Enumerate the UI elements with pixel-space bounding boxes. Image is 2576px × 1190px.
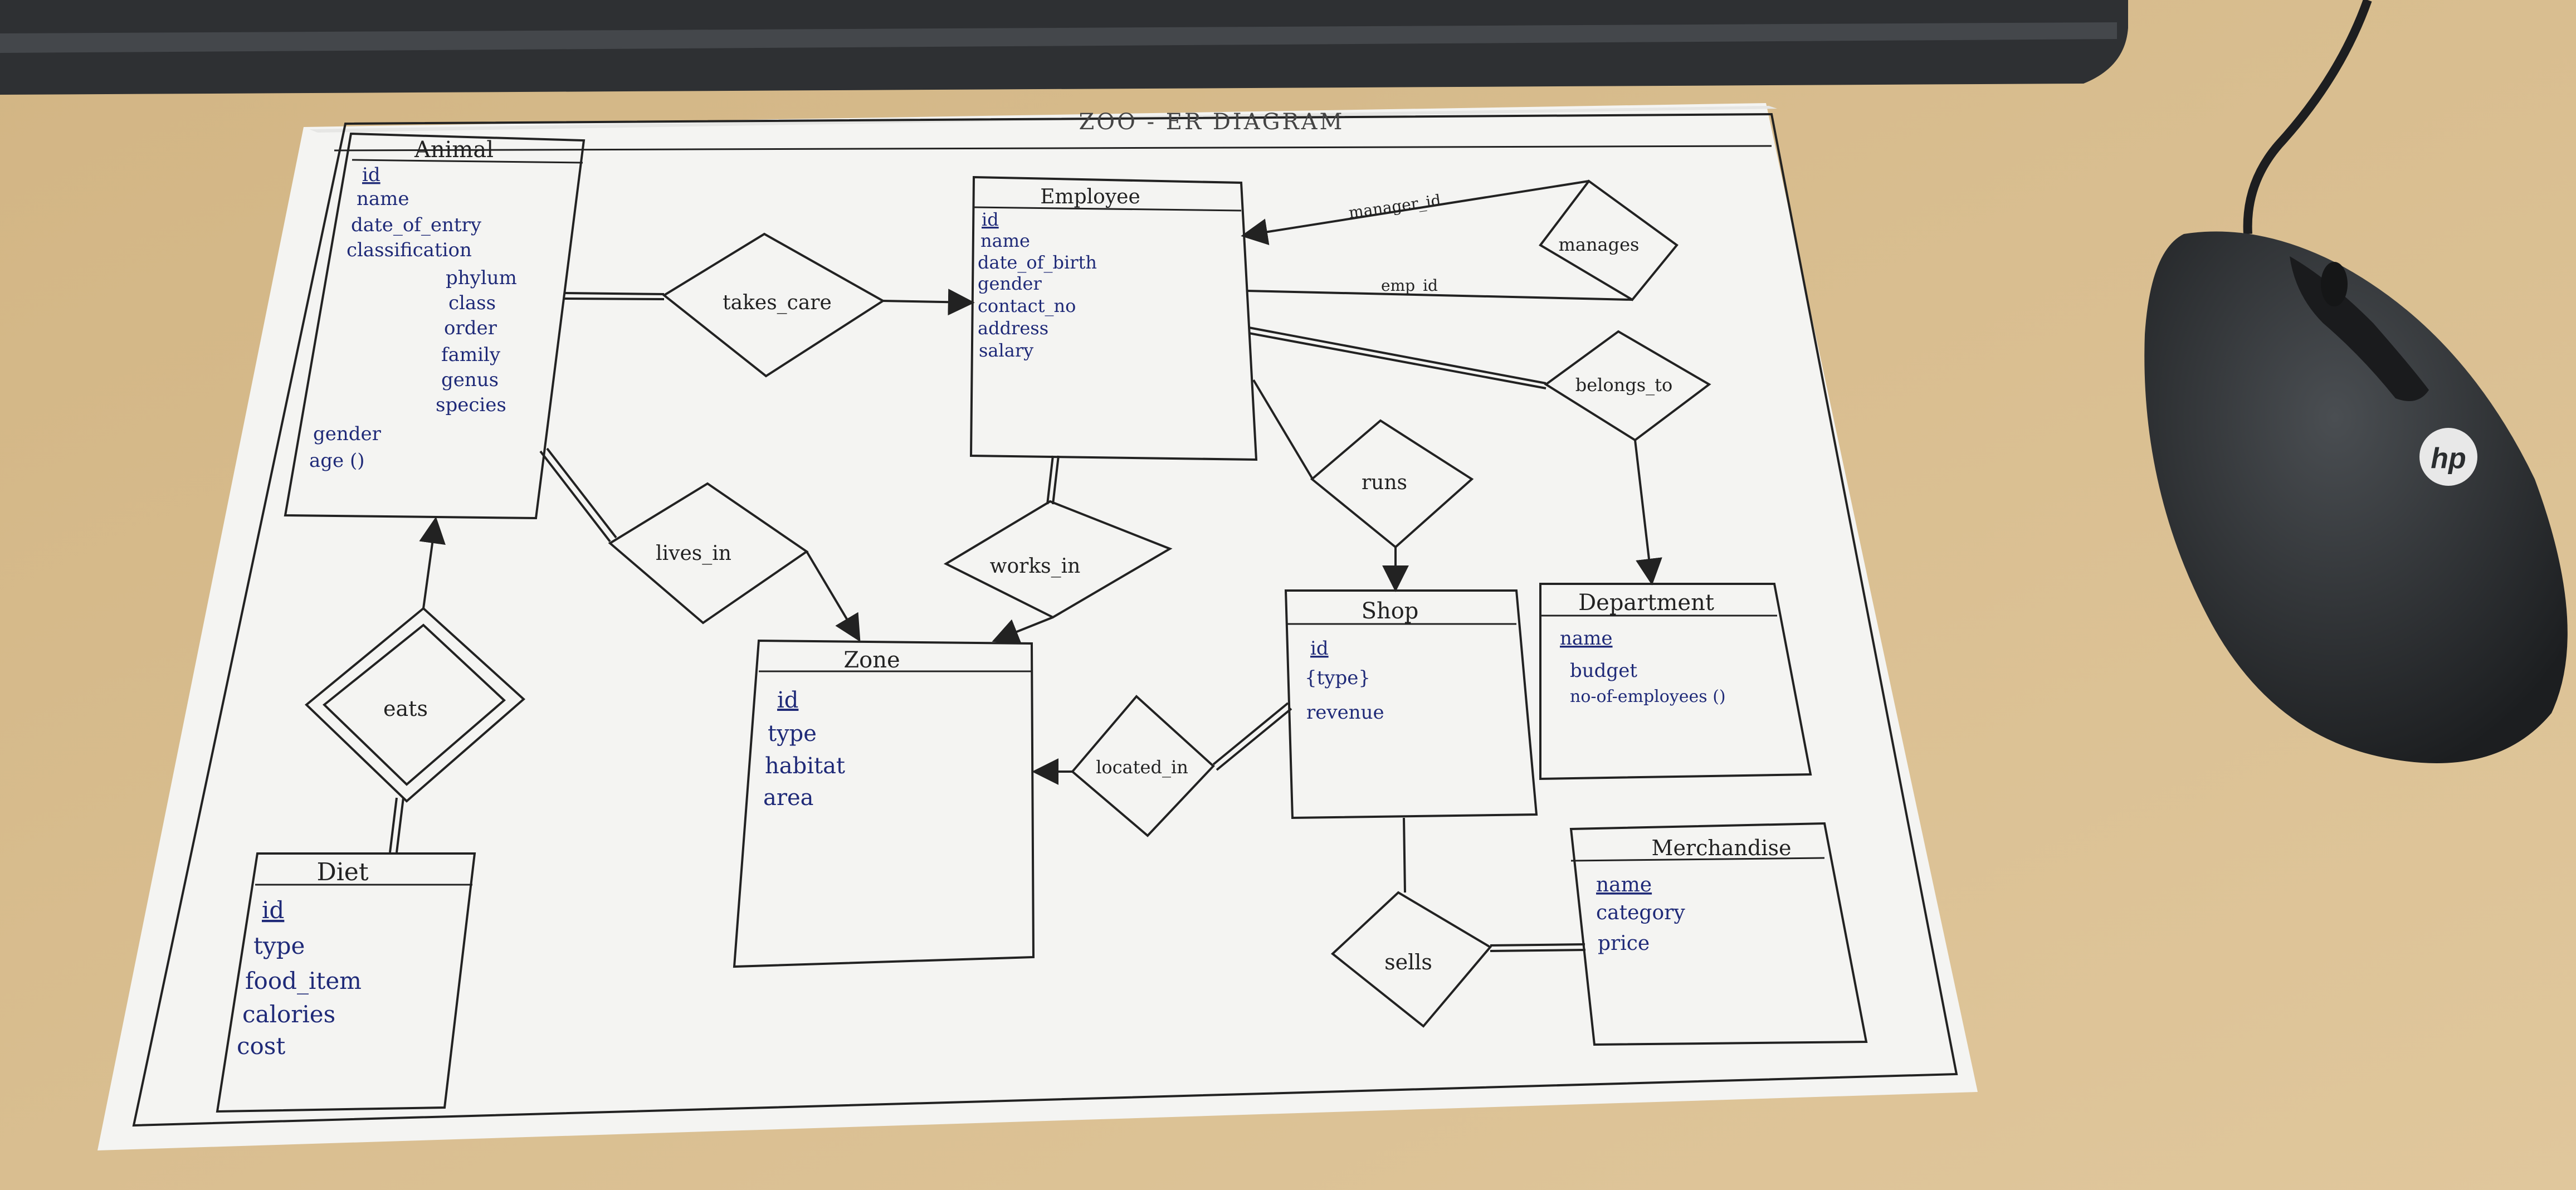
merchandise-attr-category: category xyxy=(1596,901,1685,924)
monitor-stand xyxy=(0,0,2128,95)
relationship-works-in: works_in xyxy=(943,500,1173,619)
monitor-stand-highlight xyxy=(0,22,2117,53)
animal-attr-family: family xyxy=(441,344,501,366)
entity-zone: Zone id type habitat area xyxy=(733,639,1035,968)
department-attr-budget: budget xyxy=(1570,660,1637,682)
animal-attr-classification: classification xyxy=(347,239,472,261)
shop-attr-type: {type} xyxy=(1305,667,1370,689)
animal-attr-genus: genus xyxy=(441,369,499,391)
diet-attr-type: type xyxy=(253,932,305,959)
entity-merchandise: Merchandise name category price xyxy=(1569,822,1868,1046)
mouse-cable xyxy=(2243,0,2372,235)
emp-id-edge-label: emp_id xyxy=(1381,276,1438,295)
entity-diet-name: Diet xyxy=(316,858,368,886)
entity-department-name: Department xyxy=(1578,590,1714,616)
employee-attr-id: id xyxy=(982,209,999,230)
entity-department: Department name budget no-of-employees (… xyxy=(1539,583,1812,781)
relationship-belongs-to: belongs_to xyxy=(1544,330,1711,442)
diet-attr-cost: cost xyxy=(237,1032,285,1060)
runs-label: runs xyxy=(1362,471,1407,494)
department-attr-no-of-employees: no-of-employees () xyxy=(1570,687,1726,706)
employee-attr-address: address xyxy=(978,318,1048,339)
animal-attr-class: class xyxy=(448,292,496,314)
diet-attr-calories: calories xyxy=(242,1001,335,1028)
zone-attr-id: id xyxy=(777,687,798,713)
animal-attr-name: name xyxy=(357,188,409,210)
entity-animal-name: Animal xyxy=(414,137,494,163)
sells-label: sells xyxy=(1384,950,1432,974)
works-in-label: works_in xyxy=(990,555,1081,578)
relationship-located-in: located_in xyxy=(1071,695,1215,837)
shop-attr-revenue: revenue xyxy=(1306,701,1384,724)
relationship-runs: runs xyxy=(1310,419,1474,549)
zone-attr-habitat: habitat xyxy=(765,753,845,779)
animal-attr-id: id xyxy=(362,164,380,186)
merchandise-attr-price: price xyxy=(1598,932,1650,955)
diet-attr-food-item: food_item xyxy=(245,967,362,994)
entity-shop-name: Shop xyxy=(1362,598,1419,624)
zone-attr-area: area xyxy=(763,785,814,811)
relationship-manages: manages xyxy=(1539,179,1679,301)
shop-attr-id: id xyxy=(1310,637,1329,660)
merchandise-attr-name: name xyxy=(1596,874,1652,896)
paper-sheet xyxy=(97,103,1978,1150)
diagram-title: ZOO - ER DIAGRAM xyxy=(1079,109,1344,135)
manages-label: manages xyxy=(1559,234,1640,255)
employee-attr-gender: gender xyxy=(978,273,1042,294)
connectors xyxy=(389,180,1662,952)
belongs-to-label: belongs_to xyxy=(1575,374,1673,396)
department-attr-name: name xyxy=(1560,627,1613,650)
entity-animal: Animal id name date_of_entry classificat… xyxy=(284,132,586,520)
located-in-label: located_in xyxy=(1096,757,1188,778)
hp-logo-icon xyxy=(2419,428,2477,486)
animal-attr-date-of-entry: date_of_entry xyxy=(351,214,482,236)
animal-attr-species: species xyxy=(436,394,506,416)
zone-attr-type: type xyxy=(768,721,817,747)
entity-diet: Diet id type food_item calories cost xyxy=(216,852,476,1113)
relationship-sells: sells xyxy=(1330,891,1492,1028)
animal-attr-gender: gender xyxy=(313,423,382,445)
diet-attr-id: id xyxy=(262,896,284,924)
animal-attr-order: order xyxy=(444,317,497,339)
entity-employee: Employee id name date_of_birth gender co… xyxy=(969,175,1258,461)
hp-logo-text: hp xyxy=(2431,442,2466,475)
lives-in-label: lives_in xyxy=(656,542,731,565)
relationship-eats: eats xyxy=(304,607,526,803)
employee-attr-dob: date_of_birth xyxy=(978,252,1097,273)
employee-attr-contact: contact_no xyxy=(978,295,1076,316)
takes-care-label: takes_care xyxy=(723,291,832,314)
animal-attr-phylum: phylum xyxy=(446,267,517,289)
computer-mouse: hp xyxy=(2144,231,2568,763)
entity-merchandise-name: Merchandise xyxy=(1652,836,1792,860)
animal-attr-age: age () xyxy=(309,450,365,472)
entity-shop: Shop id {type} revenue xyxy=(1284,589,1538,820)
eats-label: eats xyxy=(383,696,428,721)
entity-employee-name: Employee xyxy=(1040,186,1140,208)
employee-attr-salary: salary xyxy=(979,340,1033,361)
employee-attr-name: name xyxy=(980,230,1030,251)
entity-zone-name: Zone xyxy=(843,647,900,673)
